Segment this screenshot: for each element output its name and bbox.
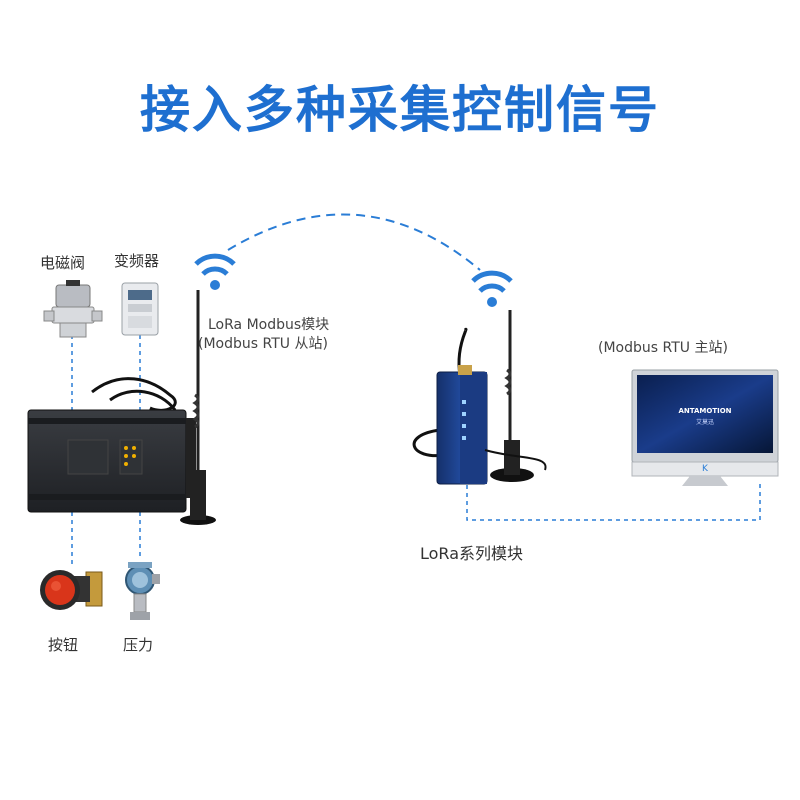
wifi-signal-icon-slave bbox=[194, 253, 236, 290]
master-monitor-icon: K ANTAMOTION 艾莫迅 bbox=[631, 369, 779, 486]
label-master-role: (Modbus RTU 主站) bbox=[598, 340, 728, 356]
page-title: 接入多种采集控制信号 bbox=[140, 81, 660, 139]
monitor-logo: ANTAMOTION bbox=[678, 407, 731, 415]
label-lora-series: LoRa系列模块 bbox=[420, 544, 523, 563]
link-module-monitor bbox=[466, 480, 761, 521]
solenoid-valve-icon bbox=[43, 280, 103, 338]
label-slave-module: LoRa Modbus模块 bbox=[208, 317, 330, 333]
push-button-icon bbox=[40, 570, 103, 610]
inverter-icon bbox=[121, 282, 159, 336]
label-solenoid-valve: 电磁阀 bbox=[40, 254, 86, 272]
svg-text:K: K bbox=[702, 464, 709, 474]
label-pressure: 压力 bbox=[123, 636, 154, 654]
label-push-button: 按钮 bbox=[48, 636, 79, 654]
wireless-link-arc bbox=[227, 213, 481, 271]
monitor-logo-sub: 艾莫迅 bbox=[696, 418, 714, 426]
pressure-transmitter-icon bbox=[125, 562, 160, 620]
label-slave-role: (Modbus RTU 从站) bbox=[198, 336, 328, 352]
wifi-signal-icon-master bbox=[471, 270, 513, 307]
plc-slave-unit-icon bbox=[27, 290, 216, 525]
label-inverter: 变频器 bbox=[114, 252, 160, 270]
lora-module-icon bbox=[412, 310, 547, 485]
